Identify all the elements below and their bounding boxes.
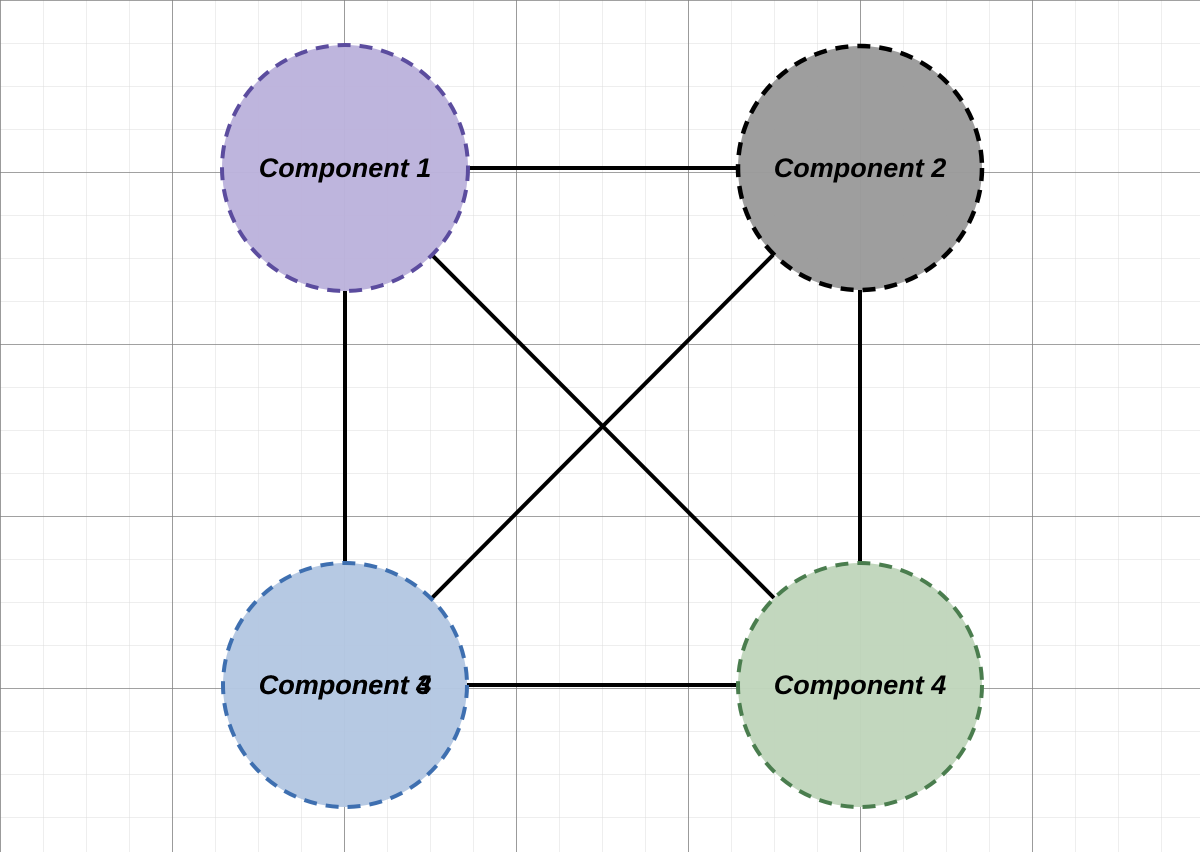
node-component-3-label: Component 3 [259,670,432,700]
node-component-3-overlap-label: Component 4 [259,670,432,700]
node-component-4-label: Component 4 [774,670,947,700]
node-component-4[interactable]: Component 4 [736,561,984,809]
node-component-1-label: Component 1 [259,153,432,183]
node-component-3-circle[interactable] [221,561,469,809]
node-component-1[interactable]: Component 1 [220,43,470,293]
node-component-2-label: Component 2 [774,153,947,183]
node-component-2-circle[interactable] [735,43,985,293]
node-component-2[interactable]: Component 2 [735,43,985,293]
edge-component-2-component-3 [430,253,775,600]
edge-group [343,166,862,687]
node-component-4-circle[interactable] [736,561,984,809]
node-component-3[interactable]: Component 4 Component 3 [221,561,469,809]
node-component-1-circle[interactable] [220,43,470,293]
